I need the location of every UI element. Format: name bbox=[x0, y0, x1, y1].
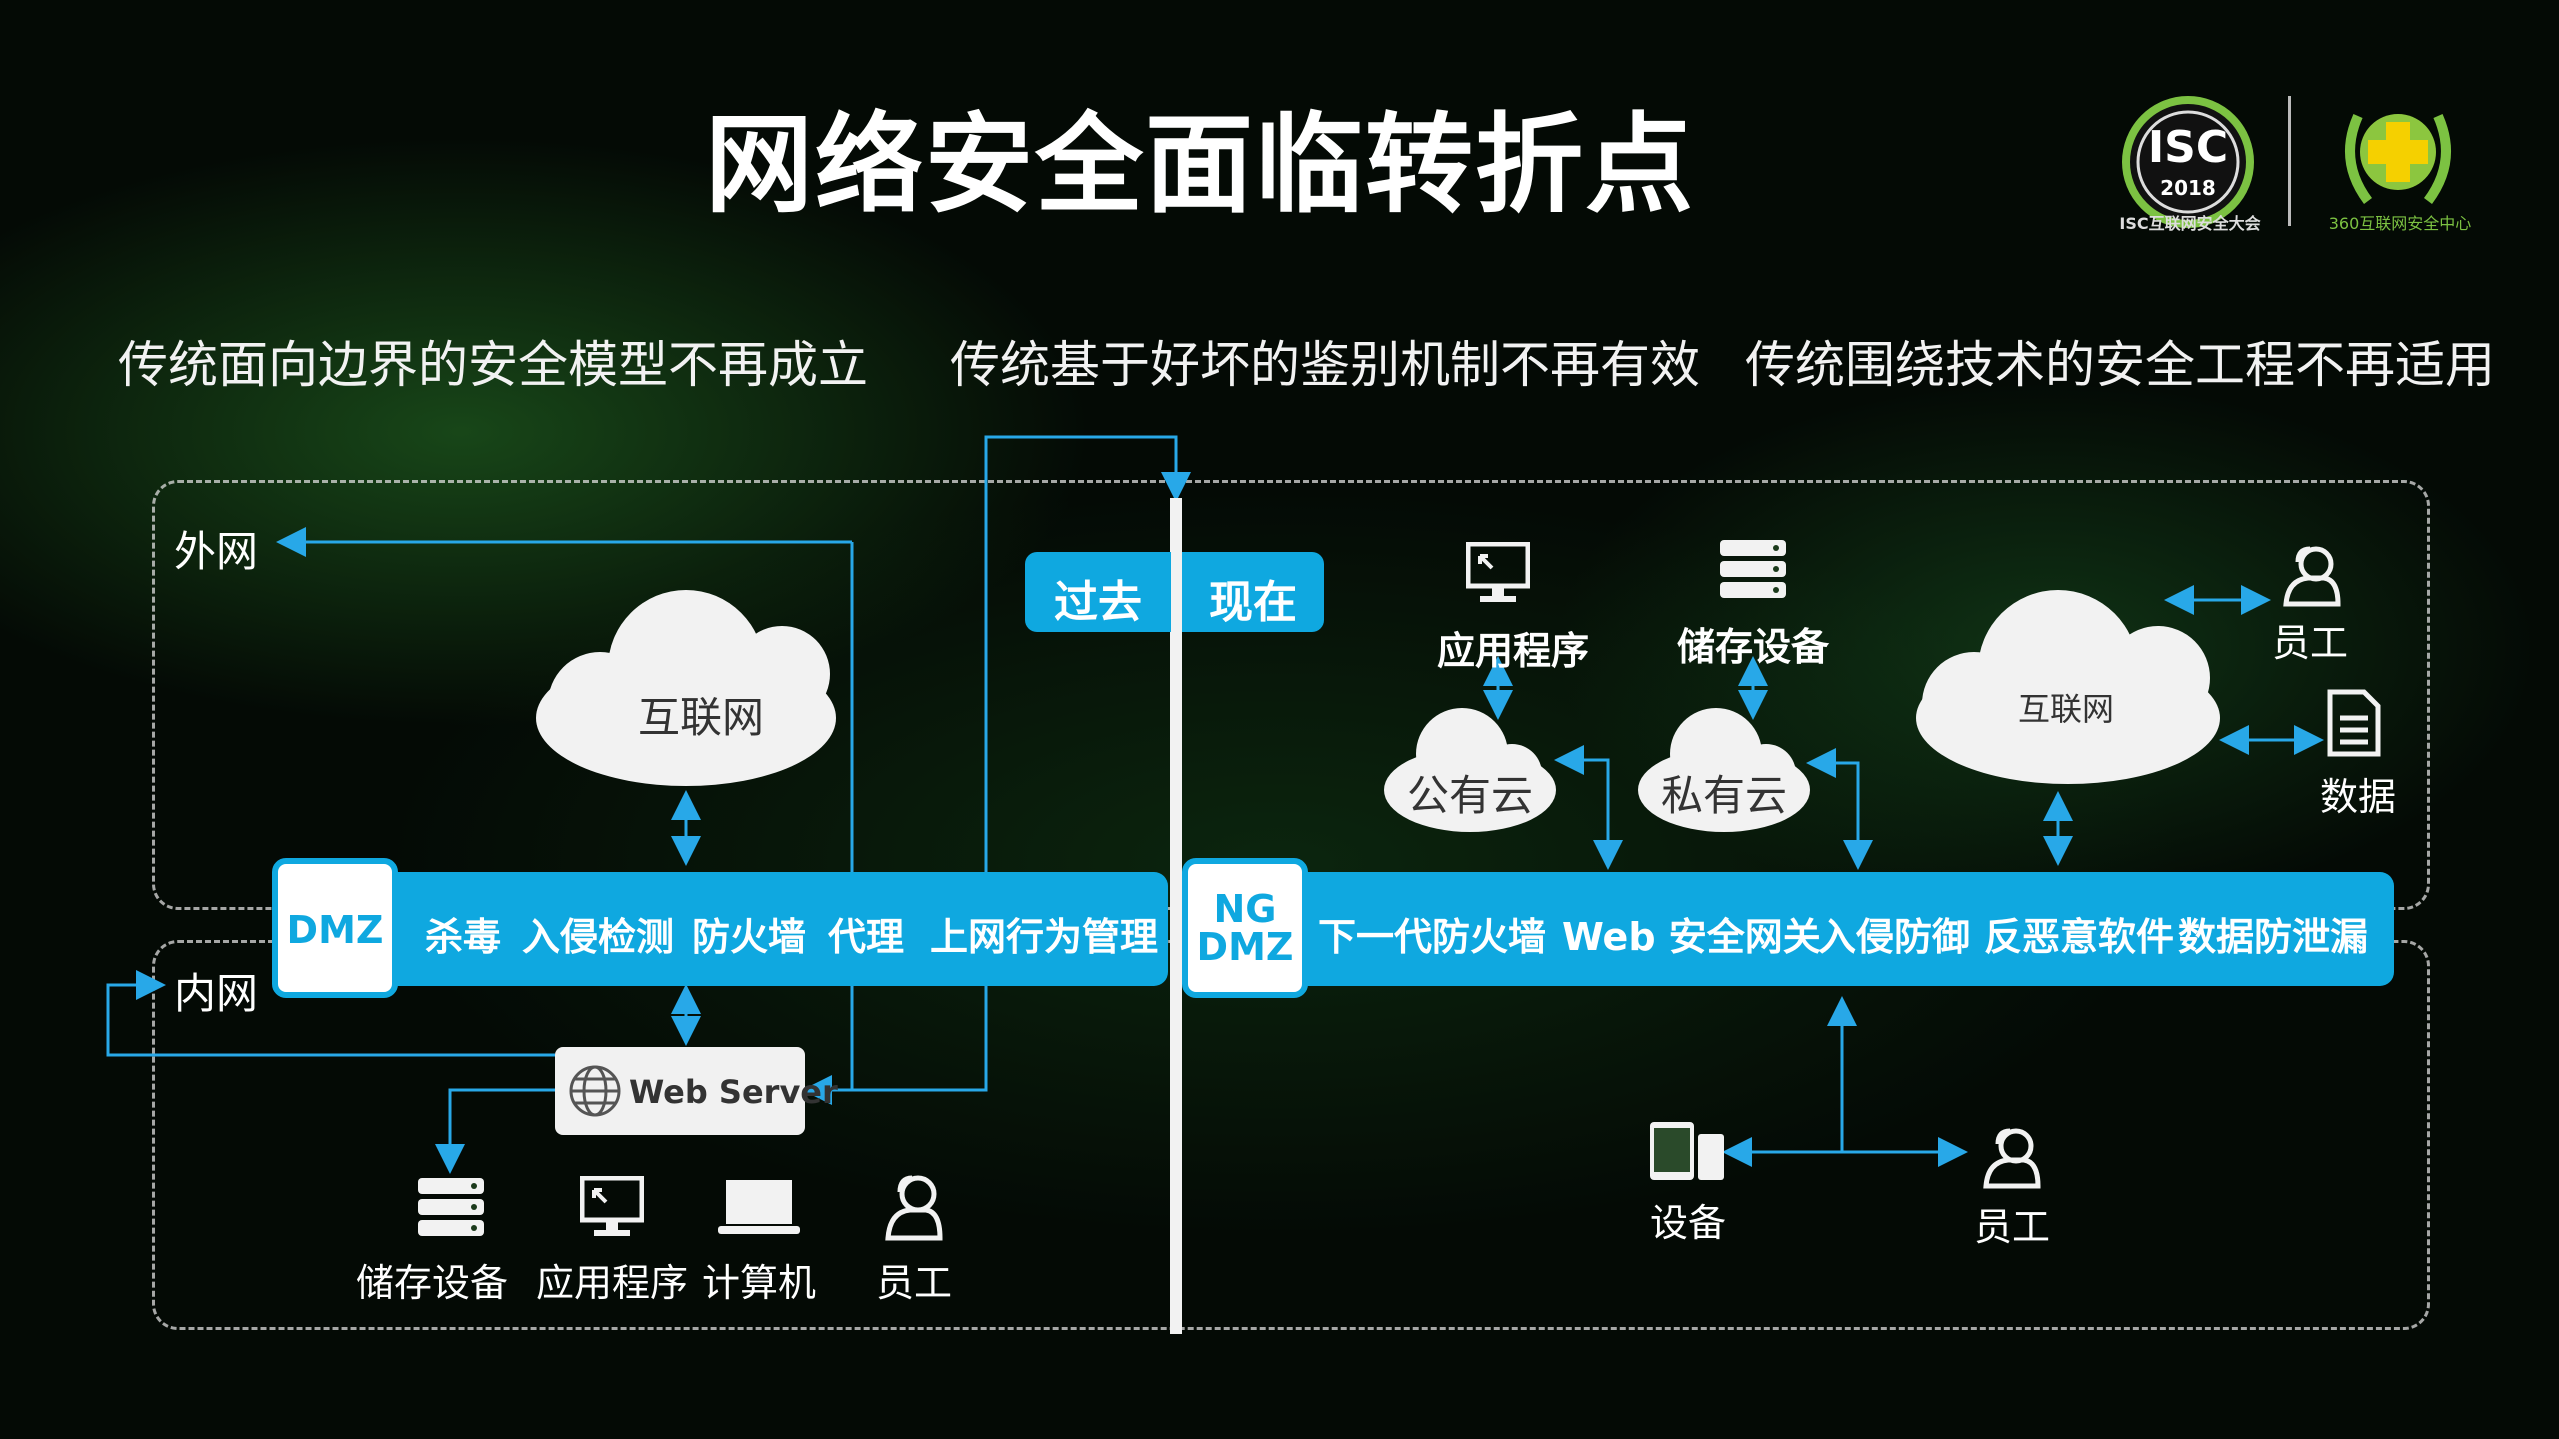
dmz-badge-label: DMZ bbox=[286, 908, 384, 952]
outer-net-label: 外网 bbox=[174, 527, 259, 576]
data-document-icon bbox=[2327, 689, 2381, 757]
ngdmz-item-web-gateway: Web 安全网关 bbox=[1562, 915, 1821, 959]
inner-net-label: 内网 bbox=[174, 969, 259, 1018]
employee-icon bbox=[885, 1175, 943, 1241]
past-present-divider bbox=[1170, 498, 1182, 1334]
internet-cloud-left-label: 互联网 bbox=[637, 693, 764, 742]
storage-icon-right bbox=[1720, 540, 1786, 598]
toggle-now-label: 现在 bbox=[1209, 577, 1297, 628]
web-server-label: Web Server bbox=[629, 1073, 838, 1111]
employee-icon-right-bottom bbox=[1983, 1128, 2041, 1189]
laurel-cross-icon bbox=[2345, 113, 2451, 204]
ngdmz-item-dlp: 数据防泄漏 bbox=[2178, 915, 2369, 959]
globe-icon bbox=[569, 1065, 621, 1117]
public-cloud-label: 公有云 bbox=[1406, 771, 1533, 820]
isc-badge-year: 2018 bbox=[2160, 176, 2216, 200]
dmz-item-ids: 入侵检测 bbox=[522, 915, 675, 959]
dmz-item-proxy: 代理 bbox=[828, 915, 905, 959]
isc-badge-icon bbox=[2122, 96, 2254, 228]
web-server-box[interactable]: Web Server bbox=[555, 1047, 838, 1135]
subtitle-1: 传统面向边界的安全模型不再成立 bbox=[118, 336, 868, 394]
ngdmz-badge: NG DMZ bbox=[1182, 858, 1308, 998]
ngdmz-item-ips: 入侵防御 bbox=[1818, 915, 1971, 959]
private-cloud-icon bbox=[1638, 708, 1810, 832]
public-cloud-icon bbox=[1384, 708, 1556, 832]
left-device-storage: 储存设备 bbox=[355, 1261, 508, 1305]
right-bottom-employee: 员工 bbox=[1973, 1205, 2050, 1249]
dmz-badge: DMZ bbox=[272, 858, 398, 998]
right-side-data: 数据 bbox=[2319, 775, 2396, 819]
subtitle-3: 传统围绕技术的安全工程不再适用 bbox=[1745, 336, 2495, 394]
application-icon-right bbox=[1466, 542, 1530, 602]
left-device-computer: 计算机 bbox=[701, 1261, 816, 1305]
devices-icon bbox=[1650, 1122, 1724, 1180]
left-device-employee: 员工 bbox=[875, 1261, 952, 1305]
center-logo bbox=[2328, 86, 2468, 226]
ngdmz-bar bbox=[1186, 872, 2394, 986]
subtitle-2: 传统基于好坏的鉴别机制不再有效 bbox=[950, 336, 1700, 394]
left-device-application: 应用程序 bbox=[535, 1261, 688, 1305]
ngdmz-badge-line2: DMZ bbox=[1196, 925, 1294, 969]
right-side-employee: 员工 bbox=[2271, 621, 2348, 665]
dmz-item-antivirus: 杀毒 bbox=[425, 915, 502, 959]
isc-badge-text: ISC bbox=[2147, 122, 2229, 173]
toggle-now[interactable]: 现在 bbox=[1182, 552, 1324, 632]
toggle-past-label: 过去 bbox=[1054, 577, 1142, 628]
ngdmz-badge-line1: NG bbox=[1213, 887, 1277, 931]
right-bottom-devices: 设备 bbox=[1649, 1201, 1726, 1245]
storage-icon bbox=[418, 1178, 484, 1236]
ngdmz-item-antimalware: 反恶意软件 bbox=[1984, 915, 2175, 959]
toggle-past[interactable]: 过去 bbox=[1025, 552, 1171, 632]
isc-caption: ISC互联网安全大会 bbox=[2119, 214, 2261, 233]
internet-cloud-right-icon bbox=[1916, 590, 2220, 784]
private-cloud-label: 私有云 bbox=[1660, 771, 1787, 820]
internet-cloud-left-icon bbox=[536, 590, 836, 786]
ngdmz-item-ngfw: 下一代防火墙 bbox=[1318, 915, 1547, 959]
dmz-item-firewall: 防火墙 bbox=[692, 915, 807, 959]
dmz-bar bbox=[276, 872, 1168, 986]
logo-divider bbox=[2288, 96, 2291, 226]
dmz-item-behavior-mgmt: 上网行为管理 bbox=[930, 915, 1159, 959]
page-title: 网络安全面临转折点 bbox=[704, 103, 1695, 228]
internet-cloud-right-label: 互联网 bbox=[2017, 690, 2114, 728]
application-icon bbox=[580, 1176, 644, 1236]
isc-logo: ISC 2018 bbox=[2118, 92, 2258, 232]
center-caption: 360互联网安全中心 bbox=[2328, 214, 2472, 233]
laptop-icon bbox=[718, 1180, 800, 1234]
right-top-storage: 储存设备 bbox=[1676, 625, 1829, 669]
right-top-application: 应用程序 bbox=[1436, 629, 1589, 673]
employee-icon-right-top bbox=[2283, 546, 2341, 607]
